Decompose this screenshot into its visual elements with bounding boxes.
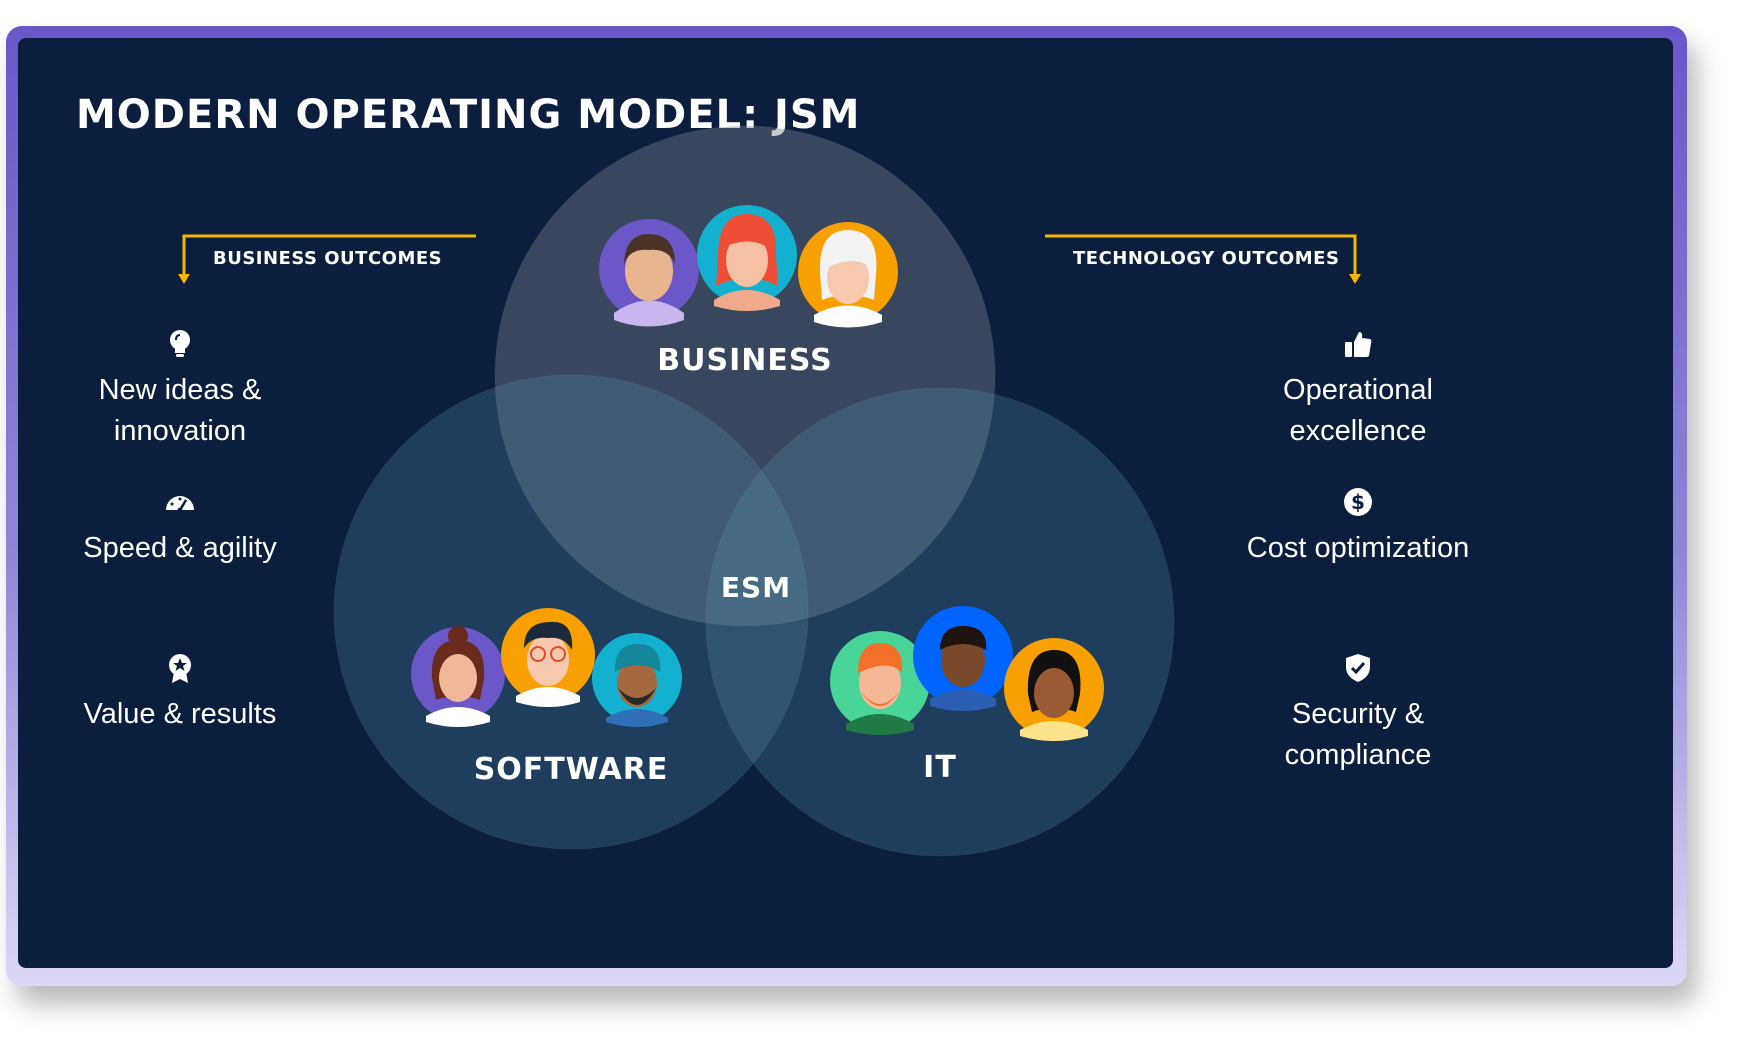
thumbs-up-icon <box>1342 328 1374 360</box>
slide-frame: MODERN OPERATING MODEL: JSM <box>6 26 1687 986</box>
slide-panel: MODERN OPERATING MODEL: JSM <box>18 38 1673 968</box>
technology-outcome-cost: $ Cost optimization <box>1228 486 1488 569</box>
business-outcome-speed: Speed & agility <box>50 486 310 569</box>
esm-label: ESM <box>721 571 791 604</box>
business-outcome-label: New ideas & innovation <box>50 370 310 452</box>
business-outcome-label: Value & results <box>50 694 310 735</box>
technology-outcome-label: Cost optimization <box>1228 528 1488 569</box>
technology-outcomes-heading: TECHNOLOGY OUTCOMES <box>1073 248 1339 269</box>
business-outcome-innovation: New ideas & innovation <box>50 328 310 452</box>
technology-outcome-security: Security & compliance <box>1228 652 1488 776</box>
software-label: SOFTWARE <box>474 752 669 787</box>
dollar-coin-icon: $ <box>1342 486 1374 518</box>
svg-text:$: $ <box>1351 490 1365 514</box>
lightbulb-icon <box>164 328 196 360</box>
technology-outcome-excellence: Operational excellence <box>1228 328 1488 452</box>
business-outcome-value: Value & results <box>50 652 310 735</box>
technology-outcome-label: Operational excellence <box>1228 370 1488 452</box>
shield-check-icon <box>1342 652 1374 684</box>
business-label: BUSINESS <box>657 343 832 378</box>
technology-outcome-label: Security & compliance <box>1228 694 1488 776</box>
business-outcome-label: Speed & agility <box>50 528 310 569</box>
business-outcomes-heading: BUSINESS OUTCOMES <box>213 248 442 269</box>
award-ribbon-icon <box>164 652 196 684</box>
it-label: IT <box>923 750 957 785</box>
speedometer-icon <box>164 486 196 518</box>
